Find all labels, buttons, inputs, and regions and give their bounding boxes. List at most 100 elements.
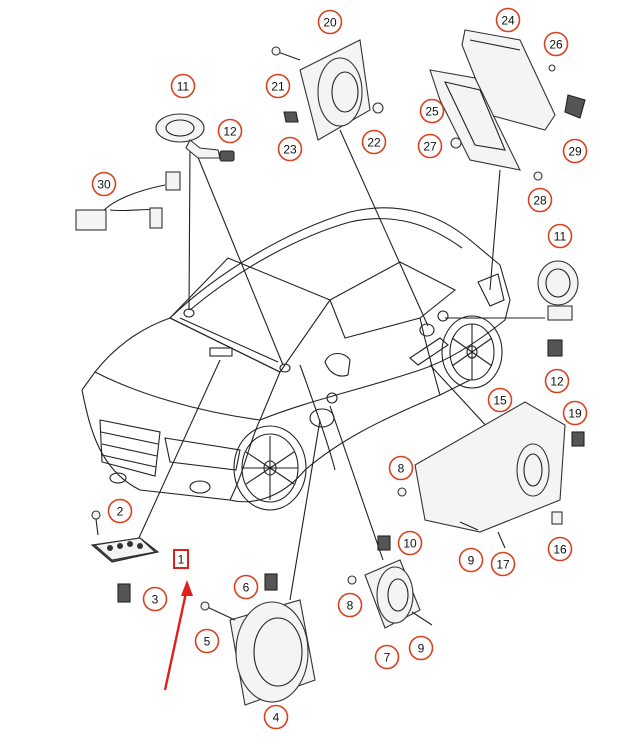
callout-label: 17 [496, 557, 510, 571]
callout-label: 25 [425, 104, 439, 118]
callout-label: 4 [273, 710, 280, 724]
callout-4: 4 [263, 704, 289, 730]
callout-circle [217, 118, 243, 144]
callout-label: 8 [347, 598, 354, 612]
callout-label: 9 [468, 553, 475, 567]
callout-circle [562, 400, 588, 426]
callout-label: 16 [553, 542, 567, 556]
callout-circle [194, 628, 220, 654]
callout-label: 30 [97, 177, 111, 191]
callout-circle [233, 574, 259, 600]
car-outline [81, 207, 511, 511]
callout-label: 27 [423, 139, 437, 153]
callout-circle [547, 223, 573, 249]
callout-label: 12 [223, 124, 237, 138]
callout-label: 2 [117, 504, 124, 518]
callout-3: 3 [142, 586, 168, 612]
callout-15: 15 [487, 387, 513, 413]
pointer-arrow [163, 580, 193, 691]
callout-label: 9 [418, 641, 425, 655]
callout-circle [277, 136, 303, 162]
callout-12: 12 [544, 368, 570, 394]
callout-19: 19 [562, 400, 588, 426]
callout-8: 8 [388, 455, 414, 481]
callout-2: 2 [107, 498, 133, 524]
callout-27: 27 [417, 133, 443, 159]
callout-label: 7 [384, 650, 391, 664]
callout-circle [337, 592, 363, 618]
callout-label: 29 [568, 144, 582, 158]
callout-circle [142, 586, 168, 612]
callout-6: 6 [233, 574, 259, 600]
callout-circle [495, 7, 521, 33]
callout-11: 11 [547, 223, 573, 249]
leader-lines [137, 129, 545, 601]
callout-label: 26 [549, 37, 563, 51]
callout-25: 25 [419, 98, 445, 124]
tweeter-rear [537, 260, 579, 357]
callout-label: 11 [554, 229, 567, 243]
callout-label: 28 [533, 193, 547, 207]
callout-label: 8 [398, 461, 405, 475]
callout-label: 24 [501, 13, 515, 27]
callout-circle [458, 547, 484, 573]
callout-5: 5 [194, 628, 220, 654]
callout-label: 19 [568, 406, 582, 420]
callout-label: 11 [177, 79, 190, 93]
callout-8: 8 [337, 592, 363, 618]
callout-7: 7 [374, 644, 400, 670]
callout-label: 6 [243, 580, 250, 594]
callout-21: 21 [265, 73, 291, 99]
callout-circle [361, 129, 387, 155]
callout-17: 17 [490, 551, 516, 577]
speaker-door-low [200, 573, 316, 706]
callout-circle [265, 73, 291, 99]
callout-9: 9 [458, 547, 484, 573]
callout-circle [543, 31, 569, 57]
callout-circle [374, 644, 400, 670]
callout-label: 12 [550, 374, 564, 388]
subwoofer-box [397, 401, 585, 549]
callout-circle [490, 551, 516, 577]
callout-12: 12 [217, 118, 243, 144]
callout-circle [417, 133, 443, 159]
callout-1: 1 [173, 549, 189, 569]
callout-label: 5 [204, 634, 211, 648]
callout-20: 20 [317, 9, 343, 35]
speaker-upper [271, 39, 384, 141]
callout-circle [527, 187, 553, 213]
callout-label: 22 [367, 135, 381, 149]
callout-circle [562, 138, 588, 164]
callout-circle [170, 73, 196, 99]
callout-label: 15 [493, 393, 507, 407]
callout-9: 9 [408, 635, 434, 661]
callout-28: 28 [527, 187, 553, 213]
callout-26: 26 [543, 31, 569, 57]
cable-harness [75, 171, 181, 231]
callout-label: 23 [283, 142, 297, 156]
callout-circle [388, 455, 414, 481]
speaker-door-mid [347, 535, 433, 629]
callout-circle [544, 368, 570, 394]
callout-label: 3 [152, 592, 159, 606]
callout-10: 10 [397, 530, 423, 556]
callout-label: 1 [178, 552, 185, 566]
amplifier [429, 29, 586, 181]
callout-16: 16 [547, 536, 573, 562]
callout-box [173, 549, 189, 569]
callout-circle [547, 536, 573, 562]
callout-label: 20 [323, 15, 337, 29]
callout-circle [317, 9, 343, 35]
callout-23: 23 [277, 136, 303, 162]
callout-label: 21 [271, 79, 285, 93]
callout-29: 29 [562, 138, 588, 164]
callout-circle [419, 98, 445, 124]
tweeter-top [155, 113, 235, 162]
callout-circle [91, 171, 117, 197]
callout-circle [107, 498, 133, 524]
callout-circle [263, 704, 289, 730]
callout-22: 22 [361, 129, 387, 155]
